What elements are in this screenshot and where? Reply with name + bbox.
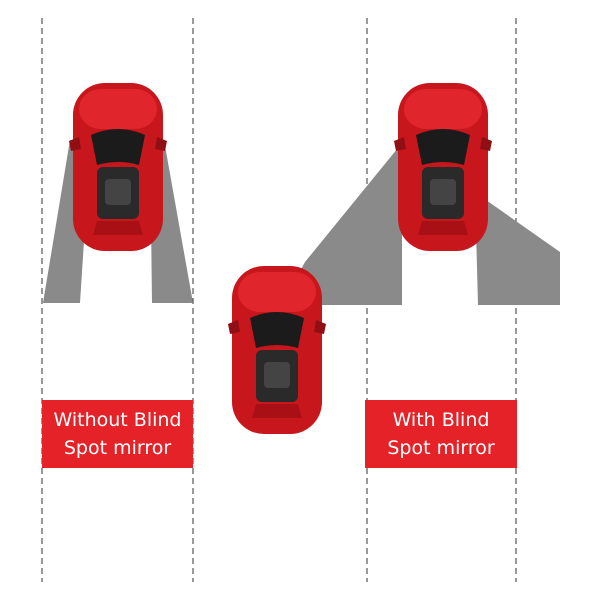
mirror-view-right	[476, 200, 560, 305]
label-line: Spot mirror	[63, 437, 172, 459]
label-line: Without Blind	[53, 409, 182, 431]
label-line: With Blind	[392, 409, 490, 431]
label-without-mirror: Without Blind Spot mirror	[42, 400, 193, 468]
car-top-left	[69, 83, 167, 251]
label-line: Spot mirror	[387, 437, 495, 459]
mirror-view-left	[282, 143, 402, 305]
label-with-mirror: With Blind Spot mirror	[365, 400, 517, 468]
car-center	[228, 266, 326, 434]
car-top-right	[394, 83, 492, 251]
